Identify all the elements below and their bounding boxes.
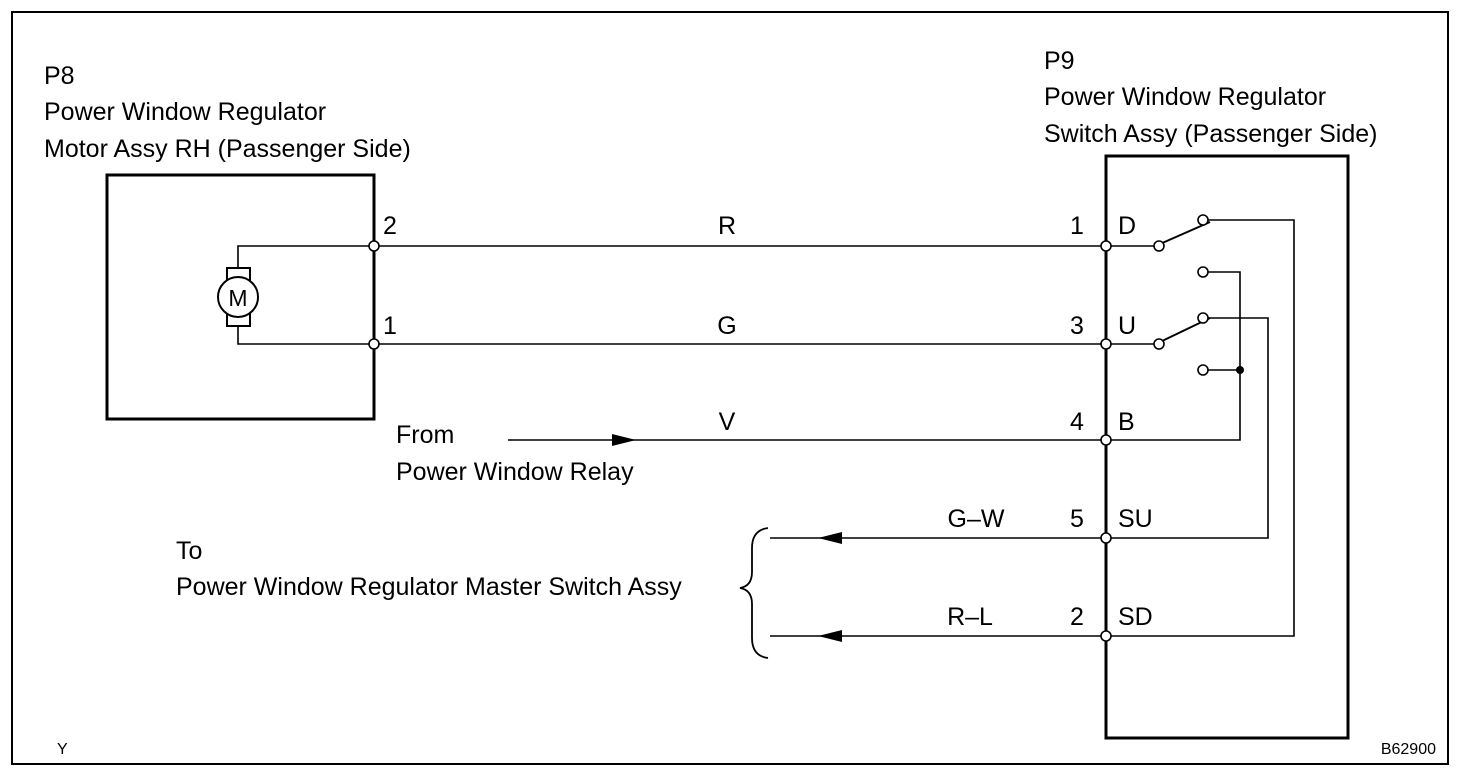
wire-color-v: V xyxy=(719,408,736,436)
motor-internal-wire-top xyxy=(237,245,374,268)
terminal-label-d: D xyxy=(1118,212,1136,240)
from-relay-line1: From xyxy=(396,421,454,449)
switch-connector-id: P9 xyxy=(1044,47,1075,75)
terminal-label-b: B xyxy=(1118,408,1135,436)
motor-terminal-1 xyxy=(368,338,380,350)
switch-pin-1: 1 xyxy=(1070,212,1084,240)
footer-left-code: Y xyxy=(57,741,68,758)
motor-pin-2: 2 xyxy=(383,212,397,240)
switch-pin-5: 5 xyxy=(1070,505,1084,533)
motor-box xyxy=(105,173,376,421)
from-relay-line2: Power Window Relay xyxy=(396,458,634,486)
switch-name-line1: Power Window Regulator xyxy=(1044,83,1326,111)
switch-terminal-5 xyxy=(1100,532,1112,544)
switch-pin-2: 2 xyxy=(1070,603,1084,631)
arrow-left-icon xyxy=(818,630,842,642)
arrow-right-icon xyxy=(612,434,636,446)
motor-terminal-2 xyxy=(368,240,380,252)
motor-symbol-label: M xyxy=(228,285,247,311)
switch-contacts xyxy=(1106,214,1295,637)
terminal-label-sd: SD xyxy=(1118,603,1153,631)
terminal-label-u: U xyxy=(1118,312,1136,340)
wire-color-g: G xyxy=(717,312,736,340)
switch-terminal-3 xyxy=(1100,338,1112,350)
to-master-line1: To xyxy=(176,537,202,565)
motor-internal-wire-bottom xyxy=(237,326,374,345)
curly-brace xyxy=(739,527,769,659)
wire-color-r: R xyxy=(718,212,736,240)
figure-id: B62900 xyxy=(1381,741,1436,758)
switch-terminal-1 xyxy=(1100,240,1112,252)
wire-color-g-w: G–W xyxy=(948,505,1005,533)
switch-terminal-2 xyxy=(1100,630,1112,642)
wire-color-r-l: R–L xyxy=(947,603,993,631)
motor-name-line2: Motor Assy RH (Passenger Side) xyxy=(44,135,411,163)
motor-icon: M xyxy=(217,267,259,327)
motor-pin-1: 1 xyxy=(383,312,397,340)
switch-pin-3: 3 xyxy=(1070,312,1084,340)
junction-dot xyxy=(1236,366,1244,374)
switch-box xyxy=(1104,154,1350,740)
terminal-label-su: SU xyxy=(1118,505,1153,533)
to-master-line2: Power Window Regulator Master Switch Ass… xyxy=(176,573,682,601)
arrow-left-icon xyxy=(818,532,842,544)
motor-connector-id: P8 xyxy=(44,62,75,90)
motor-name-line1: Power Window Regulator xyxy=(44,98,326,126)
switch-pin-4: 4 xyxy=(1070,408,1084,436)
switch-name-line2: Switch Assy (Passenger Side) xyxy=(1044,120,1377,148)
outer-frame xyxy=(11,11,1449,765)
switch-terminal-4 xyxy=(1100,434,1112,446)
